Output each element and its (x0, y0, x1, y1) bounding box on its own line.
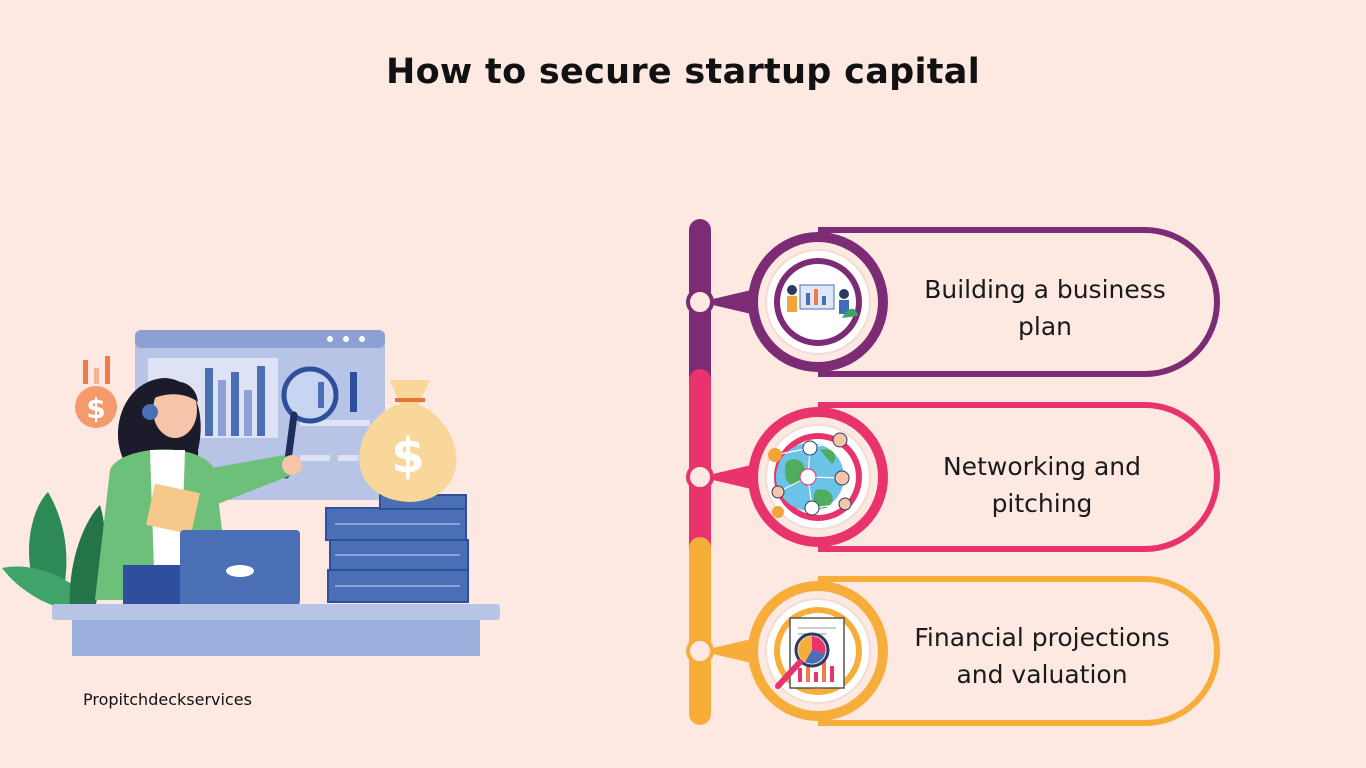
step-2 (686, 402, 1220, 552)
step-label-business-plan: Building a business plan (924, 275, 1166, 341)
page-title: How to secure startup capital (385, 52, 981, 92)
step-label-networking: Networking and pitching (942, 452, 1142, 518)
svg-text:$: $ (391, 428, 424, 484)
financial-report-icon (775, 617, 845, 689)
analyst-illustration: $ $ (2, 330, 500, 656)
step-3 (686, 576, 1220, 726)
network-globe-icon (768, 432, 852, 518)
svg-text:$: $ (86, 392, 105, 425)
step-label-financial: Financial projections and valuation (914, 623, 1170, 689)
business-plan-icon (787, 284, 858, 318)
timeline-node-3 (686, 637, 714, 665)
step-1 (686, 227, 1220, 377)
timeline-node-1 (686, 288, 714, 316)
brand-name: Propitchdeckservices (83, 690, 252, 709)
timeline-node-2 (686, 463, 714, 491)
